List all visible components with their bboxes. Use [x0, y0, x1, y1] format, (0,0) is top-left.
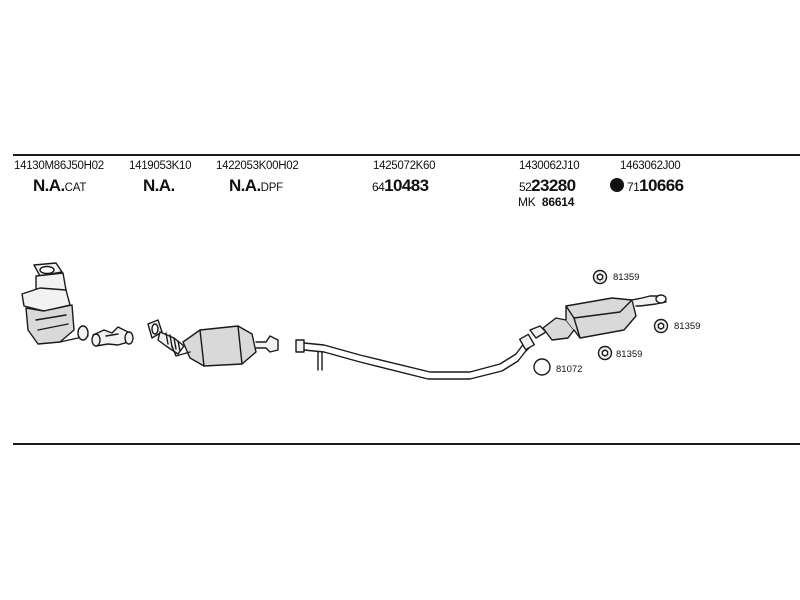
dpf-label-main: N.A.: [229, 176, 261, 195]
front-pipe-label: N.A.: [143, 176, 175, 196]
hex-clamp-drawing-2: [653, 318, 669, 334]
middle-pipe-number: 10483: [384, 176, 429, 195]
catalyst-label-suffix: CAT: [64, 182, 87, 194]
part-number-middle-pipe: 1425072K60: [373, 160, 436, 172]
clamp-code-1: 81359: [613, 272, 640, 283]
bottom-rule: [13, 443, 800, 445]
middle-pipe-drawing: [295, 333, 536, 380]
catalyst-label-main: N.A.: [33, 176, 65, 195]
mounting-kit-number: 86614: [541, 195, 575, 209]
rear-silencer-prefix: 71: [627, 180, 640, 194]
catalytic-converter-drawing: [21, 262, 89, 345]
hex-clamp-drawing-3: [597, 345, 613, 361]
part-number-catalyst: 14130M86J50H02: [14, 160, 104, 172]
front-pipe-label-main: N.A.: [143, 176, 175, 195]
part-number-front-pipe: 1419053K10: [129, 160, 192, 172]
top-rule: [13, 154, 800, 156]
part-number-rear-silencer: 1463062J00: [620, 160, 681, 172]
center-silencer-label: 5223280: [519, 176, 576, 196]
part-number-center-silencer: 1430062J10: [519, 160, 580, 172]
part-number-dpf: 1422053K00H02: [216, 160, 299, 172]
center-silencer-prefix: 52: [519, 180, 532, 194]
dpf-label-suffix: DPF: [260, 182, 284, 194]
mounting-kit-prefix: MK: [518, 195, 536, 209]
gasket-code: 81072: [556, 364, 583, 375]
ring-gasket-drawing: [533, 358, 551, 376]
middle-pipe-prefix: 64: [372, 180, 385, 194]
rear-silencer-label: 7110666: [610, 176, 684, 196]
center-silencer-number: 23280: [531, 176, 576, 195]
middle-pipe-label: 6410483: [372, 176, 429, 196]
mounting-kit-label: MK 86614: [518, 195, 574, 209]
hex-clamp-drawing-1: [592, 269, 608, 285]
catalyst-label: N.A.CAT: [33, 176, 86, 196]
rear-silencer-number: 10666: [639, 176, 684, 195]
front-pipe-drawing: [91, 326, 134, 347]
rear-silencer-drawing: [529, 294, 667, 341]
dpf-drawing: [147, 319, 279, 367]
clamp-code-3: 81359: [616, 349, 643, 360]
dpf-label: N.A.DPF: [229, 176, 283, 196]
clamp-code-2: 81359: [674, 321, 701, 332]
filled-dot-icon: [610, 178, 624, 192]
